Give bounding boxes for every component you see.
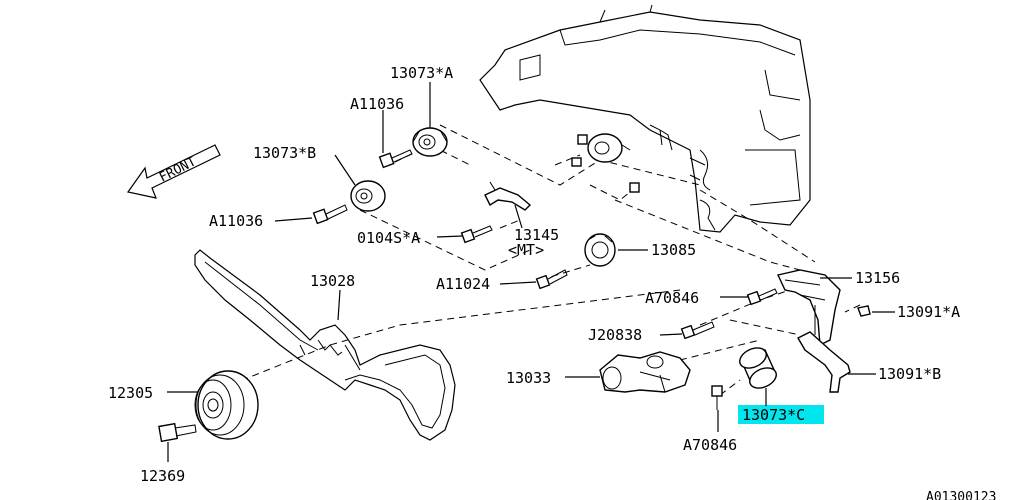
- label-13073b[interactable]: 13073*B: [253, 144, 316, 162]
- bracket-13145: [484, 181, 532, 211]
- label-0104s-a[interactable]: 0104S*A: [357, 229, 420, 247]
- bracket-13156: [776, 269, 841, 347]
- label-a11024[interactable]: A11024: [436, 275, 490, 293]
- crank-bolt-12369: [158, 422, 197, 443]
- label-12369[interactable]: 12369: [140, 467, 185, 485]
- label-a11036-left[interactable]: A11036: [209, 212, 263, 230]
- crank-pulley-12305: [194, 370, 259, 440]
- label-a70846-bottom[interactable]: A70846: [683, 436, 737, 454]
- figure-code: A01300123: [926, 490, 996, 500]
- idler-pulley-13073c: [739, 347, 777, 389]
- tensioner-13033: [599, 351, 691, 393]
- bolt-a11024: [535, 269, 568, 290]
- label-13091a[interactable]: 13091*A: [897, 303, 960, 321]
- highlight-13073c: [738, 405, 824, 424]
- cover-13091b: [797, 331, 851, 393]
- bolt-a70846-bottom: [711, 385, 723, 410]
- cover-13091a: [857, 305, 871, 317]
- label-13028[interactable]: 13028: [310, 272, 355, 290]
- label-13145[interactable]: 13145: [514, 226, 559, 244]
- bolt-a11036-left: [312, 204, 348, 225]
- label-13073c[interactable]: 13073*C: [742, 406, 805, 424]
- label-13033[interactable]: 13033: [506, 369, 551, 387]
- label-13091b[interactable]: 13091*B: [878, 365, 941, 383]
- leader-lines: [167, 82, 895, 462]
- engine-block-outline: [479, 4, 811, 233]
- idler-pulley-13073a: [412, 127, 448, 157]
- timing-belt-13028: [194, 249, 456, 441]
- label-13085[interactable]: 13085: [651, 241, 696, 259]
- label-j20838[interactable]: J20838: [588, 326, 642, 344]
- front-direction-arrow: FRONT: [126, 144, 221, 199]
- front-label: FRONT: [157, 154, 199, 185]
- part-labels: 13073*A A11036 13073*B A11036 0104S*A 13…: [108, 64, 996, 500]
- bolt-a70846-top: [746, 288, 778, 306]
- upper-sprocket: [571, 124, 673, 193]
- label-13073a[interactable]: 13073*A: [390, 64, 453, 82]
- label-a70846-top[interactable]: A70846: [645, 289, 699, 307]
- bolt-j20838: [680, 321, 715, 340]
- label-a11036-top[interactable]: A11036: [350, 95, 404, 113]
- bolt-0104s-a: [460, 225, 493, 244]
- idler-pulley-13085: [584, 233, 616, 267]
- label-13145-note: <MT>: [508, 241, 544, 259]
- bolt-a11036-top: [378, 149, 413, 169]
- label-13156[interactable]: 13156: [855, 269, 900, 287]
- label-12305[interactable]: 12305: [108, 384, 153, 402]
- idler-pulley-13073b: [350, 180, 386, 212]
